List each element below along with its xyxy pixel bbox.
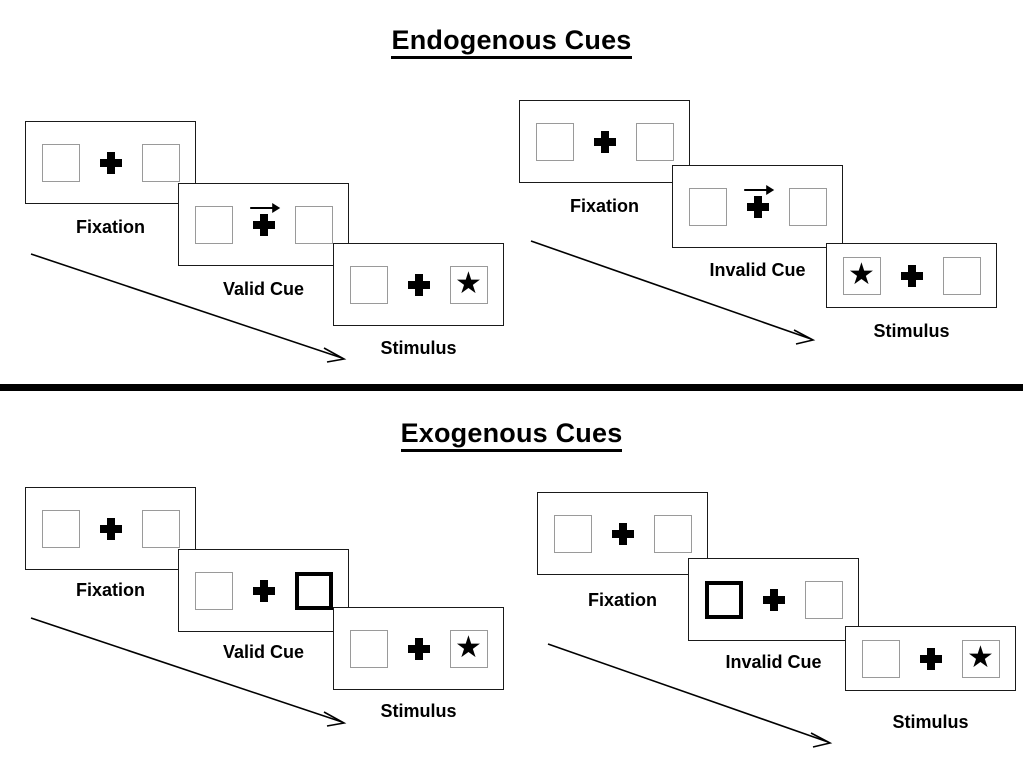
left-box: ★ xyxy=(842,256,881,295)
fixation-center xyxy=(94,508,128,550)
fixation-cross-icon xyxy=(919,647,942,670)
fixation-cross-icon xyxy=(762,588,785,611)
fixation-cross-icon xyxy=(99,151,122,174)
fixation-center xyxy=(247,202,281,246)
fixation-cross-icon xyxy=(252,579,275,602)
section-title-exogenous: Exogenous Cues xyxy=(0,418,1023,452)
left-box xyxy=(194,571,233,610)
left-box xyxy=(535,122,574,161)
section-title-endogenous: Endogenous Cues xyxy=(0,25,1023,59)
fixation-center xyxy=(402,628,436,670)
arrow-right-cue-icon xyxy=(249,202,280,213)
caption-exogenous-invalid-stimulus: Stimulus xyxy=(892,712,969,732)
right-box xyxy=(141,143,180,182)
panel-endogenous-valid-cue xyxy=(178,183,349,266)
panel-endogenous-invalid-stimulus: ★ xyxy=(826,243,997,308)
fixation-center xyxy=(606,513,640,555)
section-title-endogenous-text: Endogenous Cues xyxy=(391,25,632,59)
left-box xyxy=(688,187,727,226)
right-box xyxy=(788,187,827,226)
fixation-cross-icon xyxy=(99,517,122,540)
panel-endogenous-valid-stimulus: ★ xyxy=(333,243,504,326)
caption-endogenous-valid-stimulus: Stimulus xyxy=(380,338,457,358)
right-box: ★ xyxy=(449,629,488,668)
caption-exogenous-invalid-fixation: Fixation xyxy=(587,590,657,610)
left-box xyxy=(553,514,592,553)
caption-endogenous-valid-fixation: Fixation xyxy=(75,217,145,237)
caption-endogenous-valid-cue: Valid Cue xyxy=(222,279,305,299)
star-icon: ★ xyxy=(455,266,482,300)
right-box: ★ xyxy=(449,265,488,304)
star-icon: ★ xyxy=(967,640,994,674)
left-box xyxy=(861,639,900,678)
panel-endogenous-invalid-cue xyxy=(672,165,843,248)
time-arrow-endogenous-invalid xyxy=(530,240,816,345)
right-box-cued xyxy=(294,571,333,610)
fixation-cross-icon xyxy=(611,522,634,545)
caption-endogenous-invalid-cue: Invalid Cue xyxy=(709,260,806,280)
fixation-cross-icon xyxy=(252,213,275,236)
fixation-cross-icon xyxy=(407,637,430,660)
arrow-right-cue-icon xyxy=(743,184,774,195)
left-box xyxy=(41,143,80,182)
caption-endogenous-invalid-fixation: Fixation xyxy=(569,196,639,216)
fixation-center xyxy=(914,638,948,680)
caption-exogenous-invalid-cue: Invalid Cue xyxy=(725,652,822,672)
caption-exogenous-valid-stimulus: Stimulus xyxy=(380,701,457,721)
section-title-exogenous-text: Exogenous Cues xyxy=(400,418,623,452)
time-arrow-exogenous-valid xyxy=(30,617,347,727)
fixation-center xyxy=(588,121,622,163)
fixation-center xyxy=(741,184,775,228)
caption-exogenous-valid-cue: Valid Cue xyxy=(222,642,305,662)
left-box xyxy=(349,265,388,304)
left-box xyxy=(349,629,388,668)
panel-exogenous-invalid-fixation xyxy=(537,492,708,575)
left-box-cued xyxy=(704,580,743,619)
caption-endogenous-invalid-stimulus: Stimulus xyxy=(873,321,950,341)
panel-exogenous-valid-fixation xyxy=(25,487,196,570)
left-box xyxy=(41,509,80,548)
fixation-cross-icon xyxy=(593,130,616,153)
fixation-center xyxy=(402,264,436,306)
left-box xyxy=(194,205,233,244)
panel-endogenous-valid-fixation xyxy=(25,121,196,204)
right-box: ★ xyxy=(961,639,1000,678)
time-arrow-endogenous-valid xyxy=(30,253,347,363)
fixation-center xyxy=(94,142,128,184)
panel-exogenous-invalid-stimulus: ★ xyxy=(845,626,1016,691)
right-box xyxy=(635,122,674,161)
caption-exogenous-valid-fixation: Fixation xyxy=(75,580,145,600)
right-box xyxy=(942,256,981,295)
right-box xyxy=(294,205,333,244)
panel-exogenous-valid-stimulus: ★ xyxy=(333,607,504,690)
fixation-cross-icon xyxy=(407,273,430,296)
panel-endogenous-invalid-fixation xyxy=(519,100,690,183)
right-box xyxy=(653,514,692,553)
fixation-center xyxy=(247,570,281,612)
time-arrow-exogenous-invalid xyxy=(547,643,833,748)
section-divider xyxy=(0,384,1023,391)
right-box xyxy=(141,509,180,548)
right-box xyxy=(804,580,843,619)
fixation-cross-icon xyxy=(900,264,923,287)
panel-exogenous-valid-cue xyxy=(178,549,349,632)
fixation-cross-icon xyxy=(746,195,769,218)
fixation-center xyxy=(895,255,929,297)
star-icon: ★ xyxy=(455,630,482,664)
star-icon: ★ xyxy=(848,257,875,291)
panel-exogenous-invalid-cue xyxy=(688,558,859,641)
fixation-center xyxy=(757,579,791,621)
